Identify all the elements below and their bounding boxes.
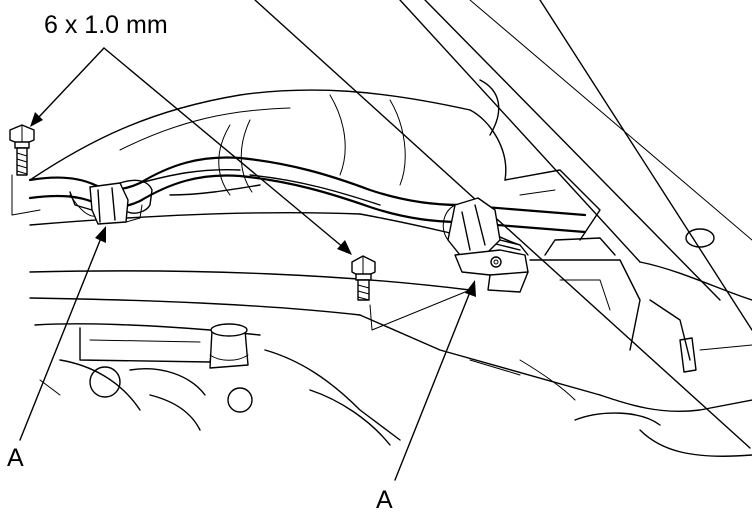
clamp-left bbox=[69, 179, 153, 225]
callout-a-leaders bbox=[19, 226, 476, 481]
clamp-left-label: A bbox=[7, 444, 24, 472]
spec-leader-lines bbox=[30, 47, 352, 255]
bolt-left bbox=[9, 124, 35, 176]
clamp-right-label: A bbox=[376, 486, 393, 514]
background-structure bbox=[29, 0, 752, 457]
mounting-guide-lines bbox=[11, 174, 471, 331]
bolt-center bbox=[351, 255, 376, 301]
bolt-size-label: 6 x 1.0 mm bbox=[44, 11, 168, 39]
clamp-right bbox=[442, 197, 529, 293]
